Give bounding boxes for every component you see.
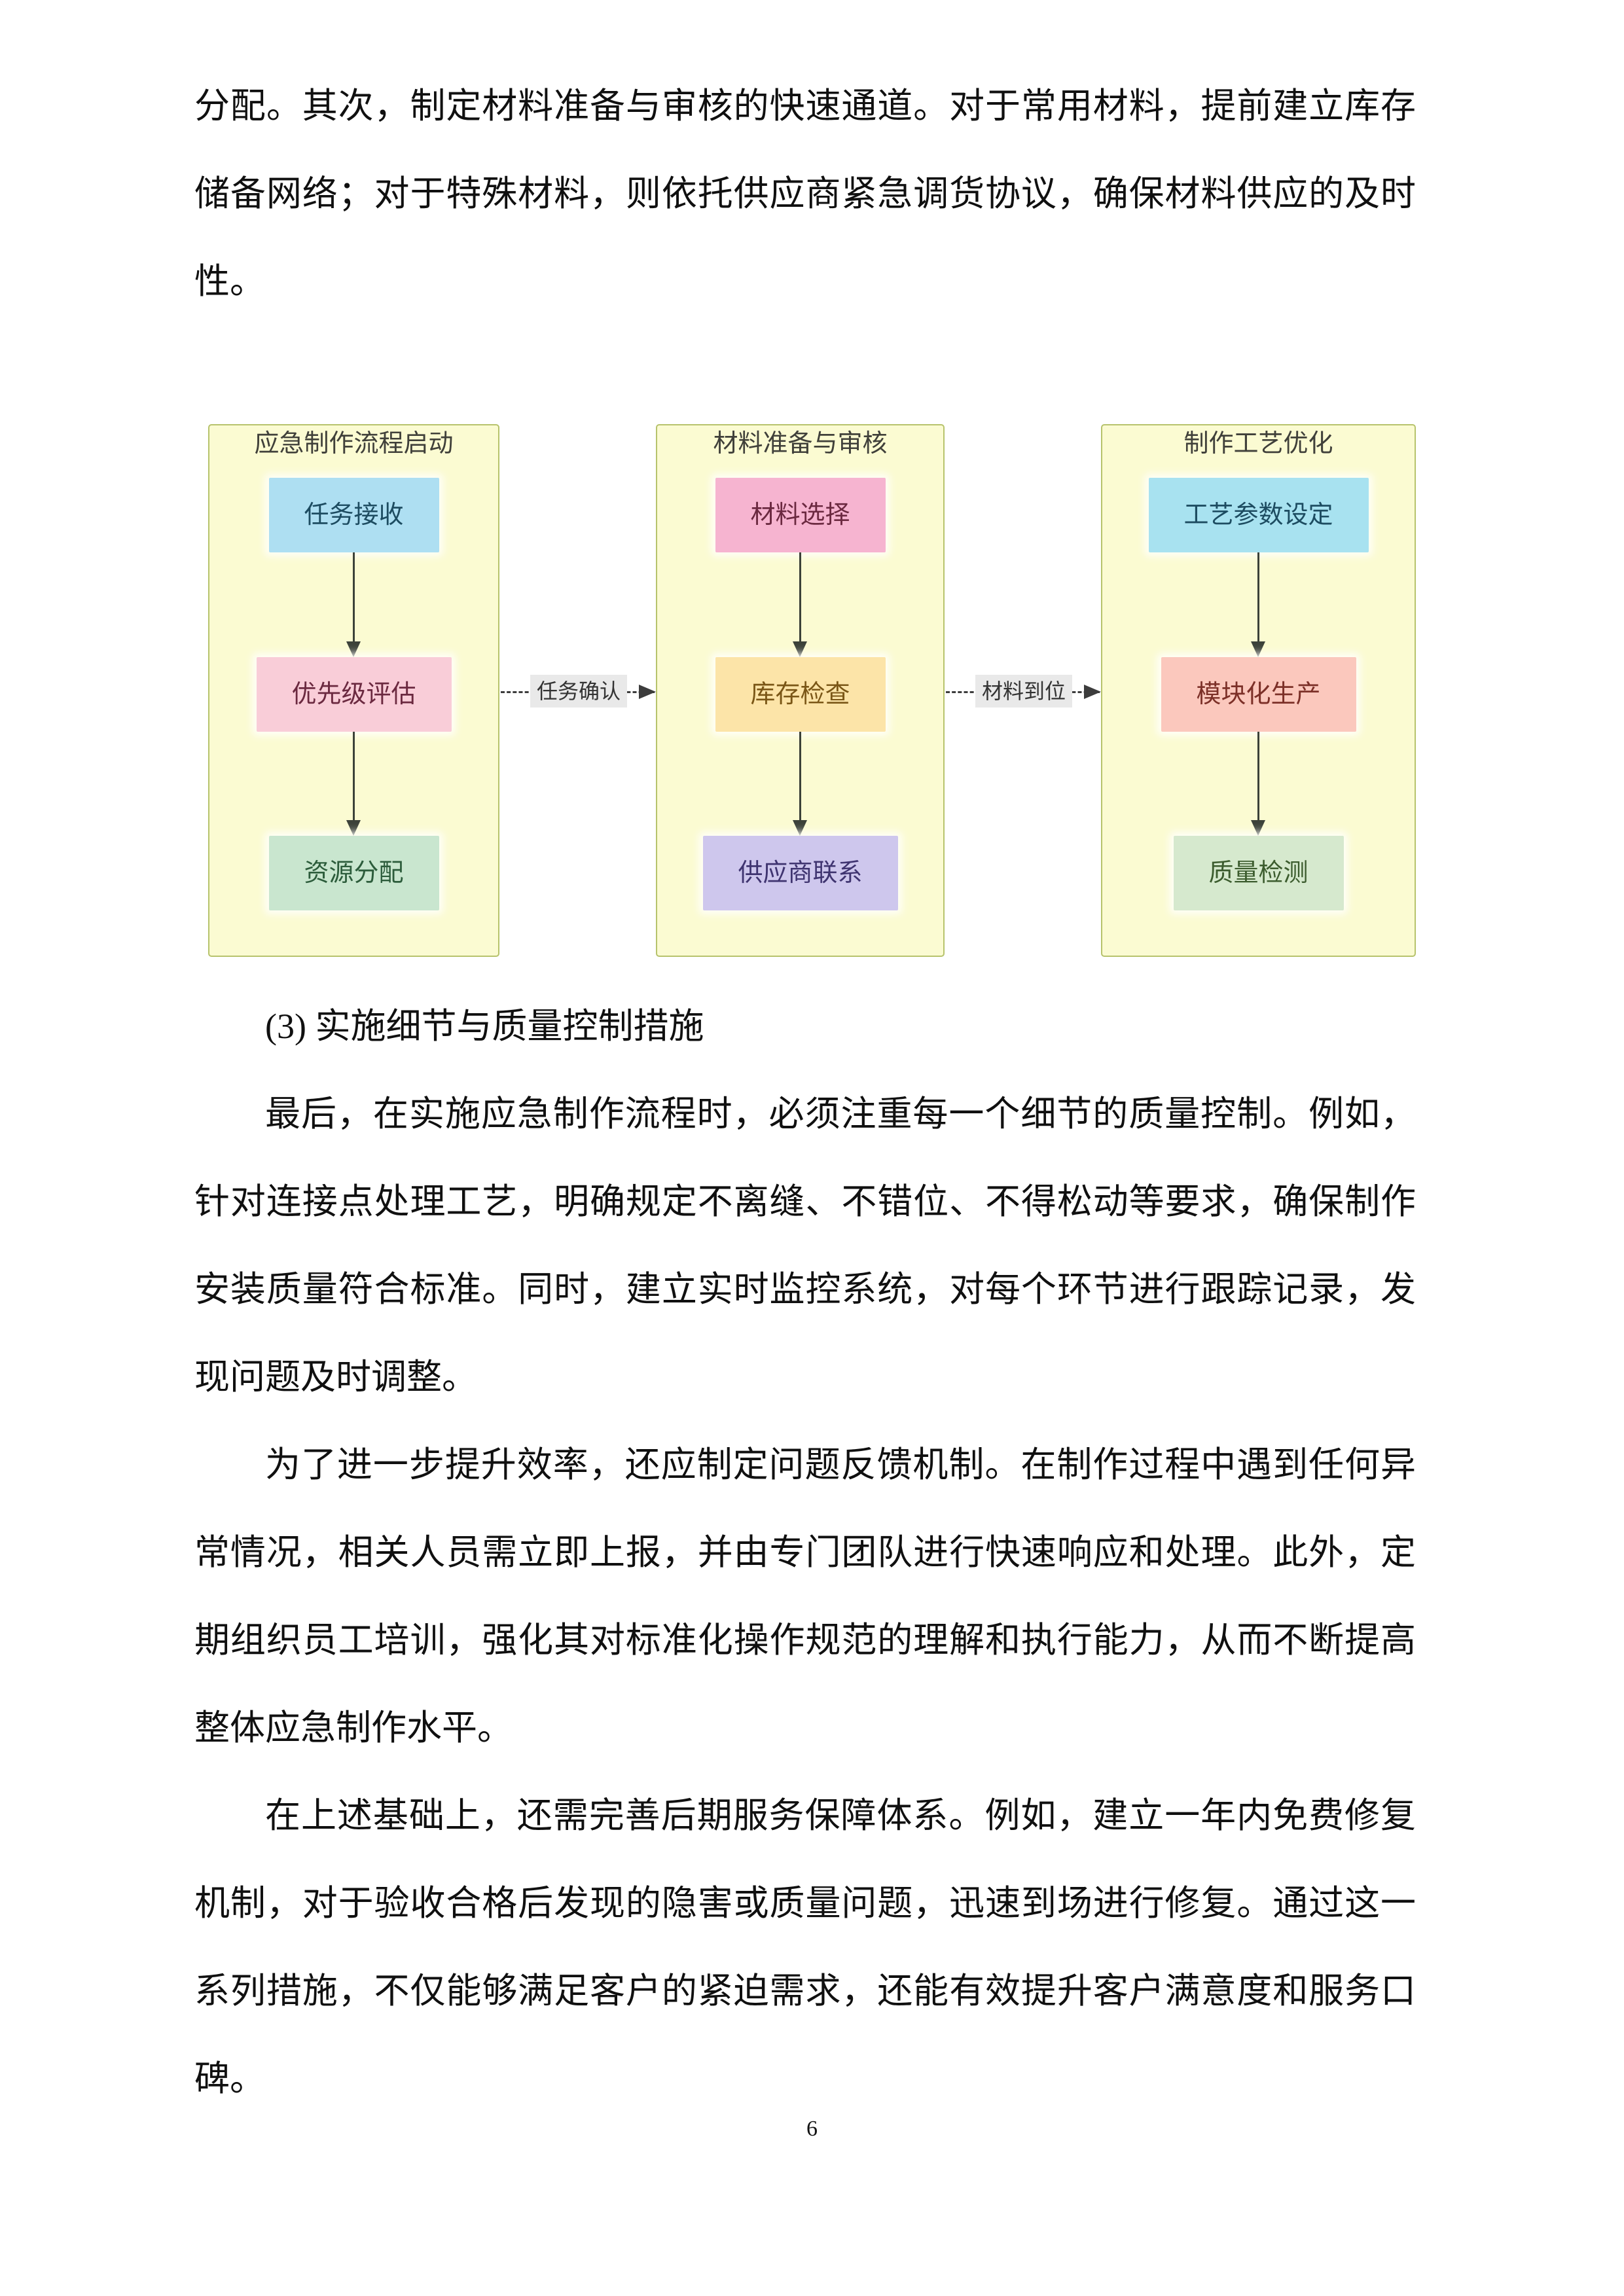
flowchart-figure: 应急制作流程启动 任务接收 优先级评估 资源分配 材料准备与审核 材料选择 库存… [208,424,1416,957]
flow-group-title: 应急制作流程启动 [254,430,454,457]
down-arrow-icon [792,732,807,836]
flow-node-resource-alloc: 资源分配 [268,836,439,910]
down-arrow-icon [346,552,361,657]
flow-node-inventory-check: 库存检查 [715,657,886,732]
flow-node-task-receive: 任务接收 [268,478,439,552]
flow-group-process-optimize: 制作工艺优化 工艺参数设定 模块化生产 质量检测 [1101,424,1416,957]
body-text-top: 分配。其次，制定材料准备与审核的快速通道。对于常用材料，提前建立库存储备网络；对… [194,62,1416,325]
down-arrow-icon [1250,552,1265,657]
flow-node-priority-eval: 优先级评估 [256,657,452,732]
section-heading: (3) 实施细节与质量控制措施 [265,1007,704,1046]
down-arrow-icon [1250,732,1265,836]
paragraph: 最后，在实施应急制作流程时，必须注重每一个细节的质量控制。例如，针对连接点处理工… [194,1094,1416,1397]
edge-label-task-confirm: 任务确认 [530,675,628,708]
page-number: 6 [806,2117,818,2141]
edge-label-material-ready: 材料到位 [975,675,1073,708]
paragraph: 分配。其次，制定材料准备与审核的快速通道。对于常用材料，提前建立库存储备网络；对… [194,86,1416,301]
flow-node-param-setting: 工艺参数设定 [1148,478,1369,552]
down-arrow-icon [346,732,361,836]
flow-node-material-select: 材料选择 [715,478,886,552]
paragraph: 在上述基础上，还需完善后期服务保障体系。例如，建立一年内免费修复机制，对于验收合… [194,1796,1416,2098]
flow-group-title: 制作工艺优化 [1183,430,1333,457]
body-text-main: (3) 实施细节与质量控制措施 最后，在实施应急制作流程时，必须注重每一个细节的… [194,982,1416,2123]
flow-group-title: 材料准备与审核 [713,430,888,457]
paragraph: 为了进一步提升效率，还应制定问题反馈机制。在制作过程中遇到任何异常情况，相关人员… [194,1445,1416,1748]
flow-group-material-prep: 材料准备与审核 材料选择 库存检查 供应商联系 [656,424,945,957]
flow-node-modular-production: 模块化生产 [1161,657,1356,732]
flow-node-quality-inspect: 质量检测 [1173,836,1344,910]
flow-group-emergency-start: 应急制作流程启动 任务接收 优先级评估 资源分配 [208,424,499,957]
down-arrow-icon [792,552,807,657]
flow-node-supplier-contact: 供应商联系 [702,836,898,910]
